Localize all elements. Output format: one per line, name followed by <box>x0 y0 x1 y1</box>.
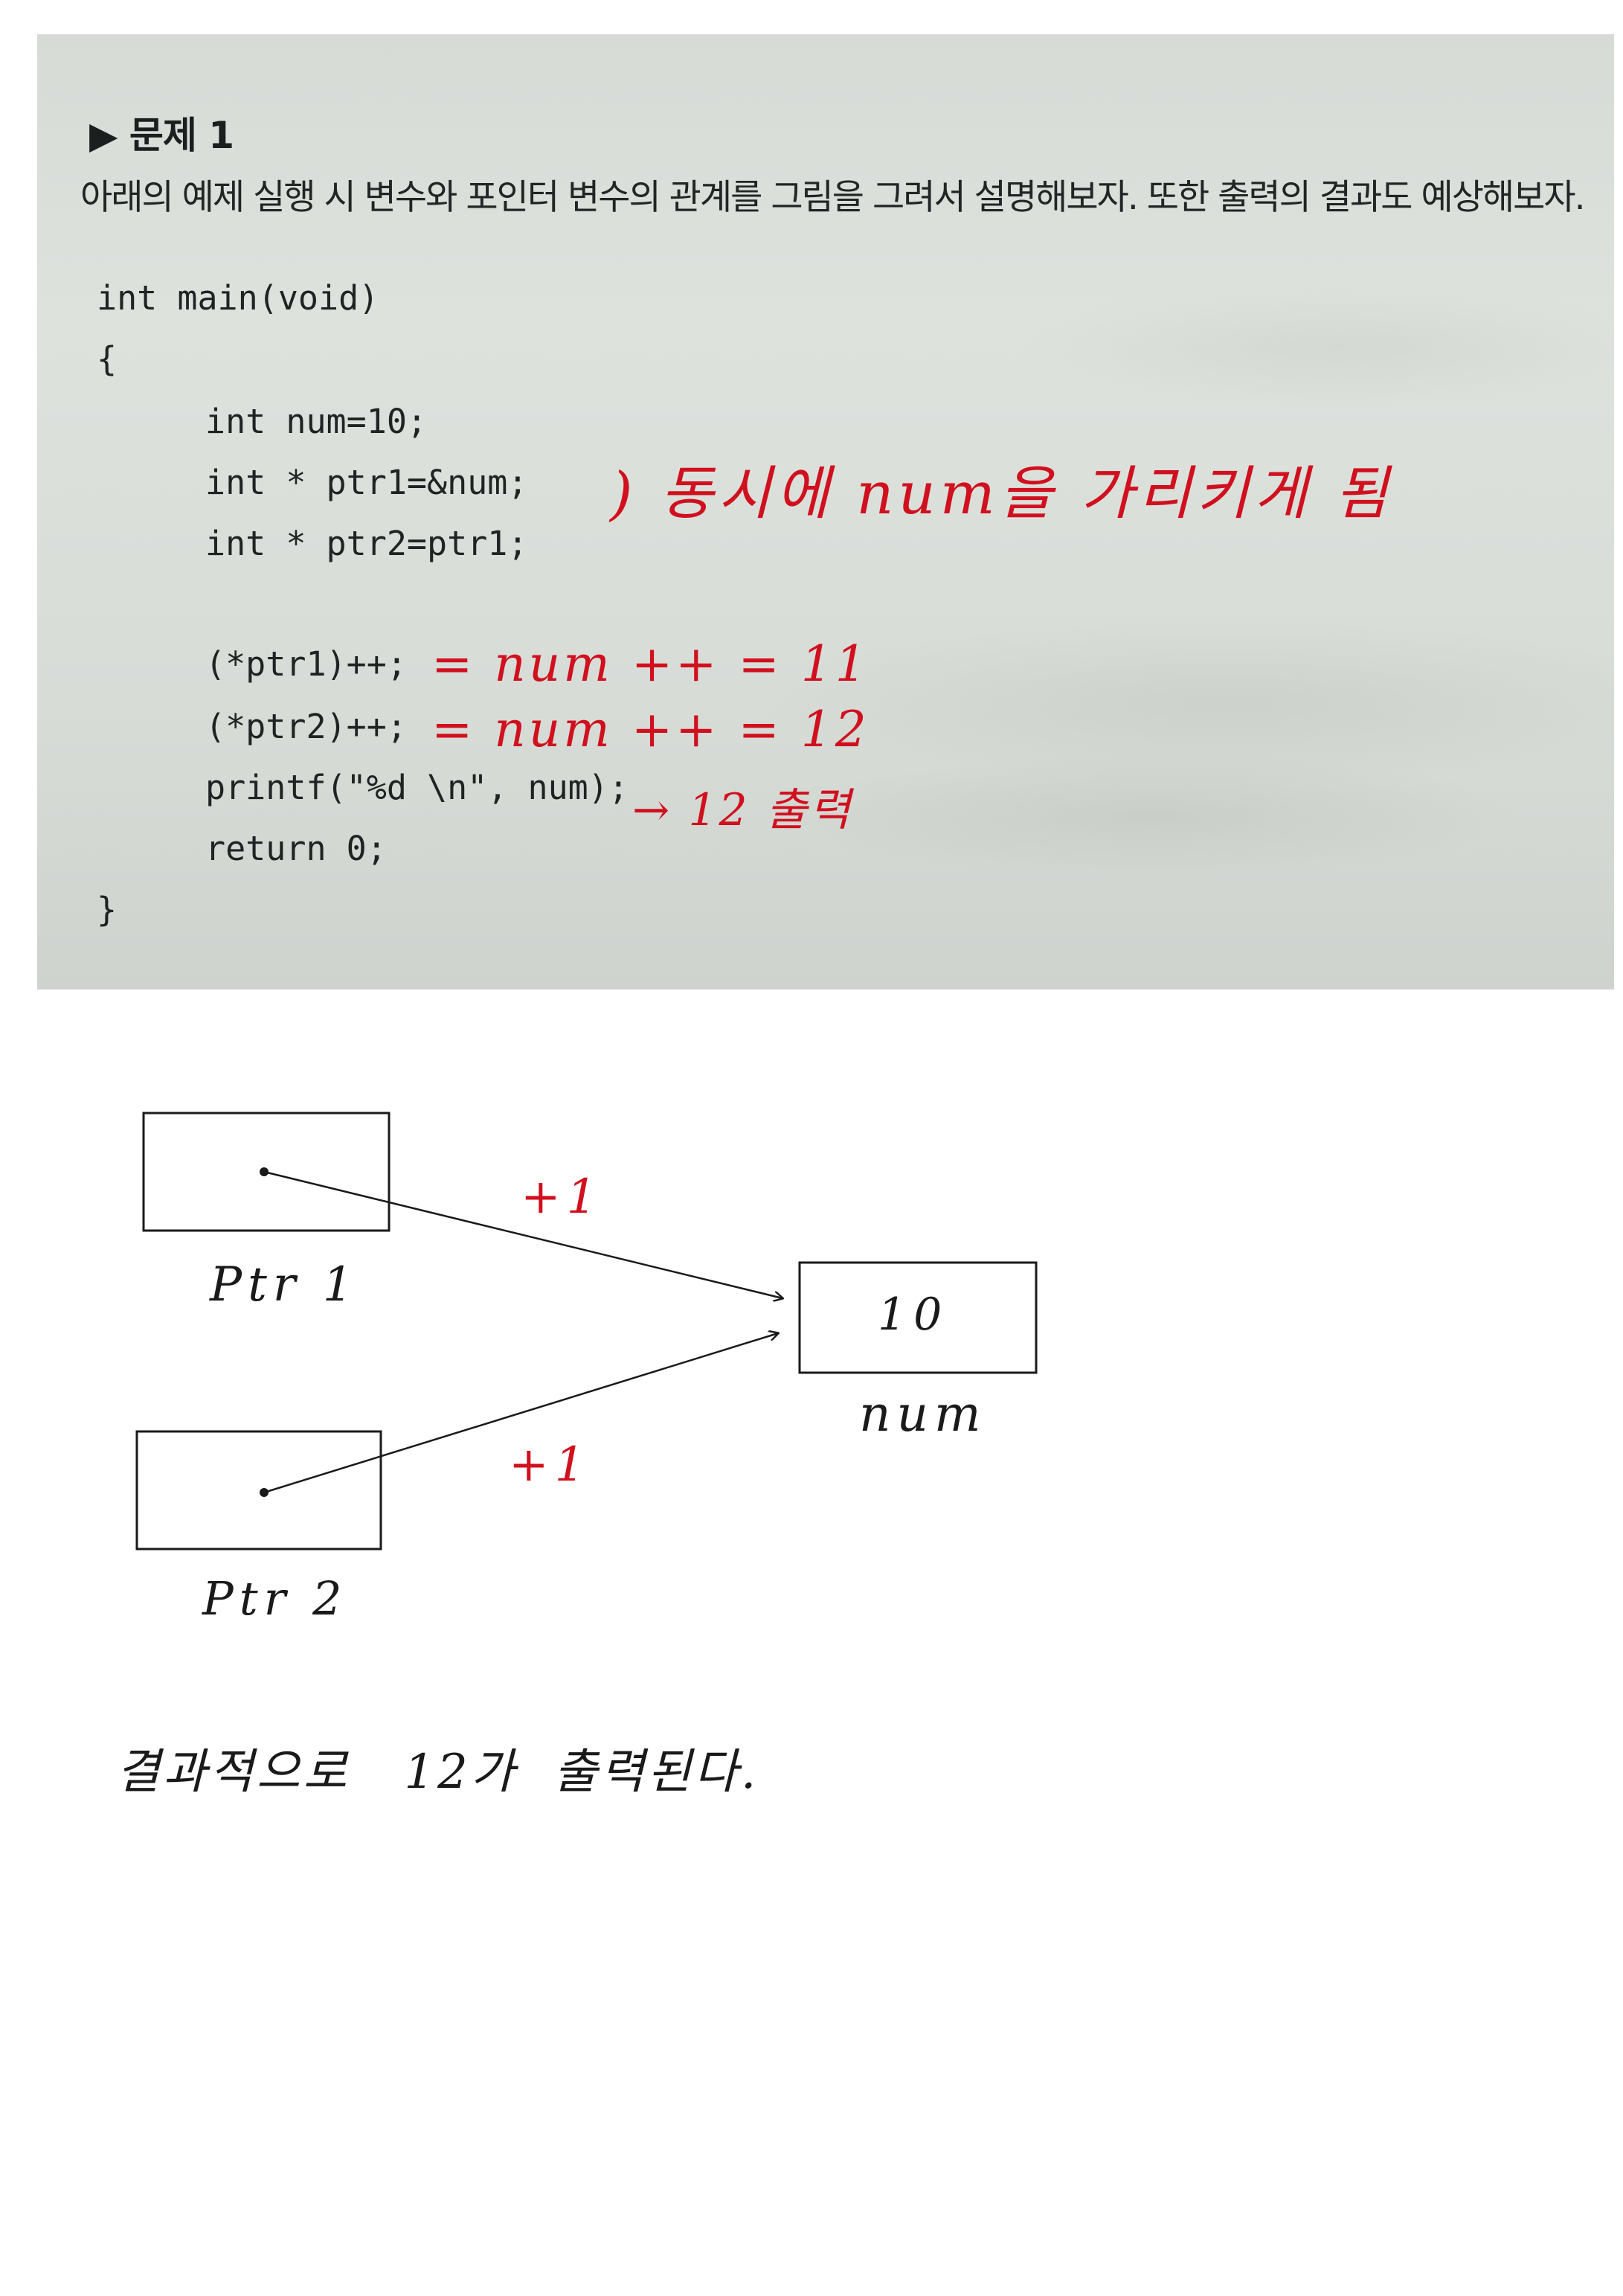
annotation-output: → 12 출력 <box>632 784 853 836</box>
edge1-label: +1 <box>521 1170 603 1225</box>
code-line: (*ptr1)++; <box>205 644 407 684</box>
annotation-increment-2: = num ++ = 12 <box>431 701 870 758</box>
code-line: return 0; <box>205 829 387 868</box>
code-line: int main(void) <box>97 278 379 318</box>
textbook-photo: ▶ 문제 1 아래의 예제 실행 시 변수와 포인터 변수의 관계를 그림을 그… <box>37 34 1614 990</box>
ptr1-arrow <box>263 1170 782 1298</box>
ptr2-box <box>135 1430 382 1551</box>
ptr1-box <box>142 1112 391 1232</box>
code-line: int num=10; <box>205 402 428 441</box>
code-line: (*ptr2)++; <box>205 707 407 746</box>
num-value: 10 <box>878 1289 950 1341</box>
ptr1-label: Ptr 1 <box>210 1257 359 1312</box>
problem-description: 아래의 예제 실행 시 변수와 포인터 변수의 관계를 그림을 그려서 설명해보… <box>80 177 1586 218</box>
num-box <box>798 1261 1038 1374</box>
code-line: printf("%d \n", num); <box>205 768 629 807</box>
problem-title: ▶ 문제 1 <box>89 114 234 157</box>
annotation-simultaneous: ) 동시에 num을 가리키게 됨 <box>610 461 1392 527</box>
num-label: num <box>859 1385 987 1443</box>
ptr2-arrow <box>263 1333 778 1494</box>
annotation-increment-1: = num ++ = 11 <box>431 635 870 693</box>
code-line: int * ptr1=&num; <box>205 463 528 502</box>
code-line: } <box>97 890 118 929</box>
conclusion-text: 결과적으로 12가 출력된다. <box>116 1745 759 1800</box>
code-line: int * ptr2=ptr1; <box>205 524 528 563</box>
ptr2-label: Ptr 2 <box>202 1571 348 1626</box>
edge2-label: +1 <box>509 1437 591 1492</box>
code-line: { <box>97 339 118 379</box>
